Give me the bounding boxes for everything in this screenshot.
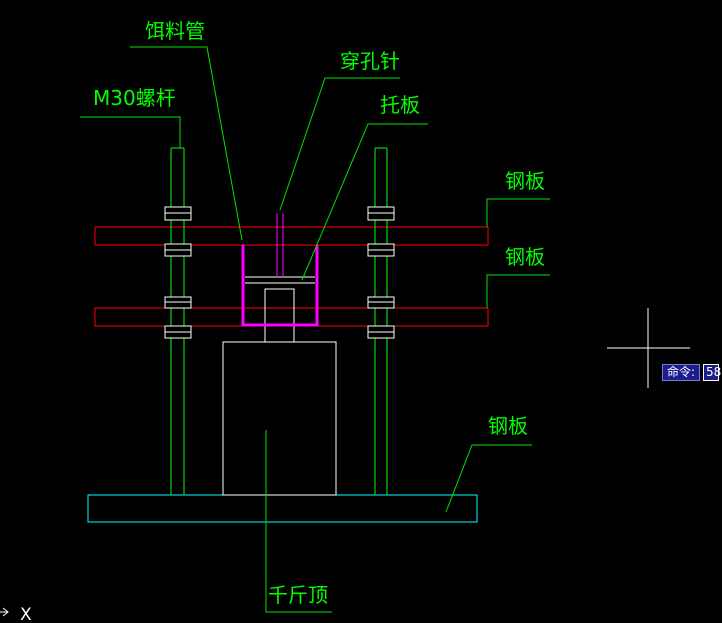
ucs-x-label: X	[20, 605, 32, 623]
jack-body	[222, 341, 337, 496]
command-prompt-label: 命令:	[662, 364, 701, 381]
command-input[interactable]: 58	[703, 364, 721, 381]
leader-m30	[80, 116, 181, 148]
nuts	[164, 206, 395, 339]
upper-steel-plate	[94, 226, 489, 246]
leader-feed-pipe	[130, 46, 243, 241]
ucs-icon: X	[0, 605, 32, 623]
feed-pipe	[241, 245, 319, 327]
base-steel-plate	[87, 494, 478, 523]
piercing-needle	[276, 213, 284, 277]
leader-steel-2	[486, 274, 550, 308]
jack-piston	[264, 288, 295, 343]
label-feed-pipe: 饵料管	[145, 19, 205, 43]
leader-needle	[279, 77, 400, 211]
left-m30-rod	[170, 147, 185, 495]
label-piercing-needle: 穿孔针	[340, 49, 400, 73]
command-line[interactable]: 命令: 58	[662, 364, 721, 381]
leader-jack	[265, 430, 332, 613]
leader-steel-1	[486, 198, 550, 227]
leader-support-plate	[301, 123, 428, 281]
right-m30-rod	[374, 147, 388, 495]
lower-steel-plate	[94, 307, 489, 327]
label-steel-plate-2: 钢板	[505, 245, 545, 269]
label-steel-plate-3: 钢板	[488, 414, 528, 438]
support-plate	[245, 276, 315, 284]
label-m30-bolt: M30螺杆	[93, 86, 176, 110]
leader-steel-3	[445, 444, 532, 513]
label-support-plate: 托板	[380, 93, 420, 117]
leaders	[80, 46, 550, 613]
label-steel-plate-1: 钢板	[505, 169, 545, 193]
label-jack: 千斤顶	[268, 583, 328, 607]
crosshair-cursor-icon	[607, 308, 690, 388]
